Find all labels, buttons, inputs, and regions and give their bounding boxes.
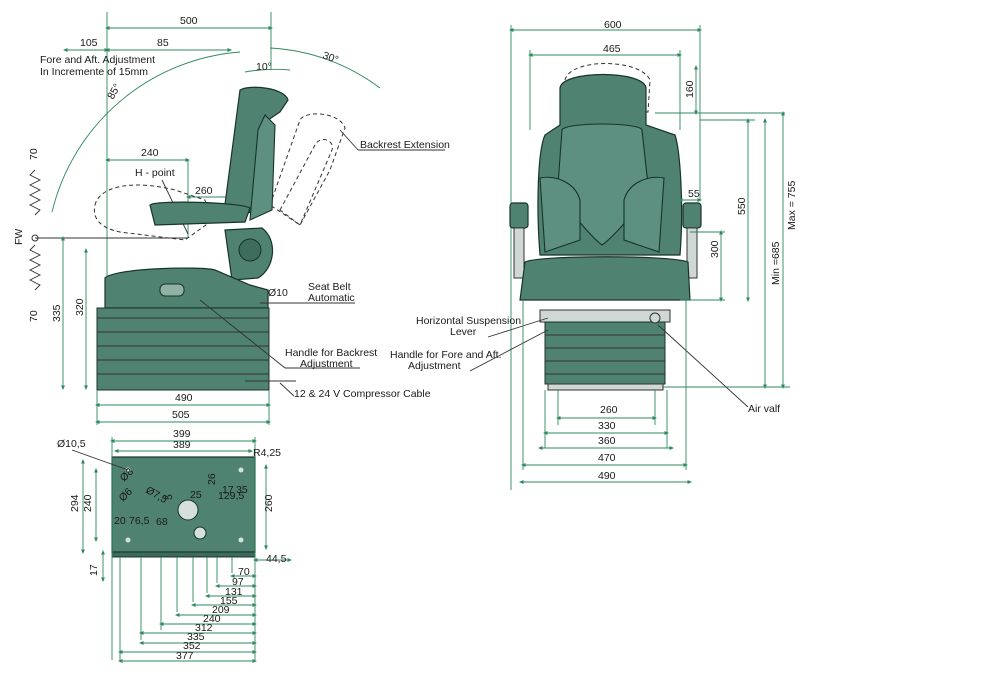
dim-angle-85: 85° bbox=[105, 82, 123, 102]
label-seat-belt: Seat Belt bbox=[308, 281, 351, 293]
label-backrest-extension: Backrest Extension bbox=[360, 139, 450, 151]
label-horizontal-suspension-lever: Lever bbox=[450, 326, 477, 338]
dim-240: 240 bbox=[141, 147, 159, 159]
dim-d35: 35 bbox=[236, 484, 248, 496]
dim-d25: 25 bbox=[190, 489, 202, 501]
dim-b155: 155 bbox=[220, 595, 238, 607]
dim-fw: FW bbox=[13, 229, 25, 245]
dim-260: 260 bbox=[195, 185, 213, 197]
dim-w465: 465 bbox=[603, 43, 621, 55]
dim-b360: 360 bbox=[598, 435, 616, 447]
dim-d44-5: 44,5 bbox=[266, 553, 287, 565]
dim-b490: 490 bbox=[598, 470, 616, 482]
dim-h294: 294 bbox=[69, 494, 81, 512]
label-horizontal-suspension: Horizontal Suspension bbox=[416, 315, 521, 327]
dim-b97: 97 bbox=[232, 576, 244, 588]
label-h-point: H - point bbox=[135, 167, 175, 179]
dim-fw-70-bottom: 70 bbox=[28, 310, 40, 322]
dim-w389: 389 bbox=[173, 439, 191, 451]
dim-d68: 68 bbox=[156, 516, 168, 528]
dim-b70: 70 bbox=[238, 566, 250, 578]
dim-h240: 240 bbox=[82, 494, 94, 512]
dim-w600: 600 bbox=[604, 19, 622, 31]
dim-width-top: 500 bbox=[180, 15, 198, 27]
dim-d5: 5 bbox=[163, 494, 175, 500]
dim-d17: 17 bbox=[222, 484, 234, 496]
dim-w399: 399 bbox=[173, 428, 191, 440]
dim-base-505: 505 bbox=[172, 409, 190, 421]
dim-h320: 320 bbox=[74, 298, 86, 316]
dim-85: 85 bbox=[157, 37, 169, 49]
dim-105: 105 bbox=[80, 37, 98, 49]
label-handle-fore-aft: Handle for Fore and Aft. bbox=[390, 349, 501, 361]
label-handle-fore-aft-adjustment: Adjustment bbox=[408, 360, 461, 372]
dim-h160: 160 bbox=[684, 80, 696, 98]
dim-b470: 470 bbox=[598, 452, 616, 464]
dim-b377: 377 bbox=[176, 650, 194, 662]
label-handle-backrest: Handle for Backrest bbox=[285, 347, 377, 359]
dim-b330: 330 bbox=[598, 420, 616, 432]
dim-fw-70-top: 70 bbox=[28, 148, 40, 160]
dim-b352: 352 bbox=[183, 640, 201, 652]
dim-d10: Ø10 bbox=[268, 287, 288, 299]
dim-d20: 20 bbox=[114, 515, 126, 527]
label-seat-belt-automatic: Automatic bbox=[308, 292, 355, 304]
dim-h300: 300 bbox=[709, 240, 721, 258]
dim-b209: 209 bbox=[212, 604, 230, 616]
dim-d10-5: Ø10,5 bbox=[57, 438, 86, 450]
dim-h550: 550 bbox=[736, 197, 748, 215]
bottom-dimension-ladder: 70 97 131 155 209 240 312 335 352 377 bbox=[117, 557, 258, 664]
label-fore-aft: Fore and Aft. Adjustment bbox=[40, 54, 155, 66]
dim-h260: 260 bbox=[263, 494, 275, 512]
dim-b131: 131 bbox=[225, 586, 243, 598]
dim-b335: 335 bbox=[187, 631, 205, 643]
dim-angle-10: 10° bbox=[256, 61, 272, 73]
dim-angle-30: 30° bbox=[321, 50, 340, 67]
dim-d17-left: 17 bbox=[88, 564, 100, 576]
dim-min: Min =685 bbox=[770, 241, 782, 285]
dim-max: Max = 755 bbox=[786, 181, 798, 230]
dim-d55: 55 bbox=[688, 188, 700, 200]
front-view: 600 465 160 55 550 300 M bbox=[390, 19, 798, 490]
side-view: 500 105 85 Fore and Aft. Adjustment In I… bbox=[13, 12, 450, 425]
dim-d129-5: 129,5 bbox=[218, 490, 244, 502]
label-air-valf: Air valf bbox=[748, 403, 780, 415]
dim-b260: 260 bbox=[600, 404, 618, 416]
label-handle-backrest-adjustment: Adjustment bbox=[300, 358, 353, 370]
base-plate-view: 399 389 Ø10,5 R4,25 294 240 260 Ø8 Ø6 Ø7… bbox=[57, 428, 293, 664]
dim-r4-25: R4,25 bbox=[253, 447, 281, 459]
dim-d26: 26 bbox=[206, 473, 218, 485]
dim-b312: 312 bbox=[195, 622, 213, 634]
dim-d76-5: 76,5 bbox=[129, 515, 150, 527]
label-fore-aft-increment: In Incremente of 15mm bbox=[40, 66, 148, 78]
dim-b240: 240 bbox=[203, 613, 221, 625]
suspension-bellows bbox=[96, 307, 270, 391]
dim-h335: 335 bbox=[51, 304, 63, 322]
dim-base-490: 490 bbox=[175, 392, 193, 404]
label-compressor-cable: 12 & 24 V Compressor Cable bbox=[294, 388, 431, 400]
